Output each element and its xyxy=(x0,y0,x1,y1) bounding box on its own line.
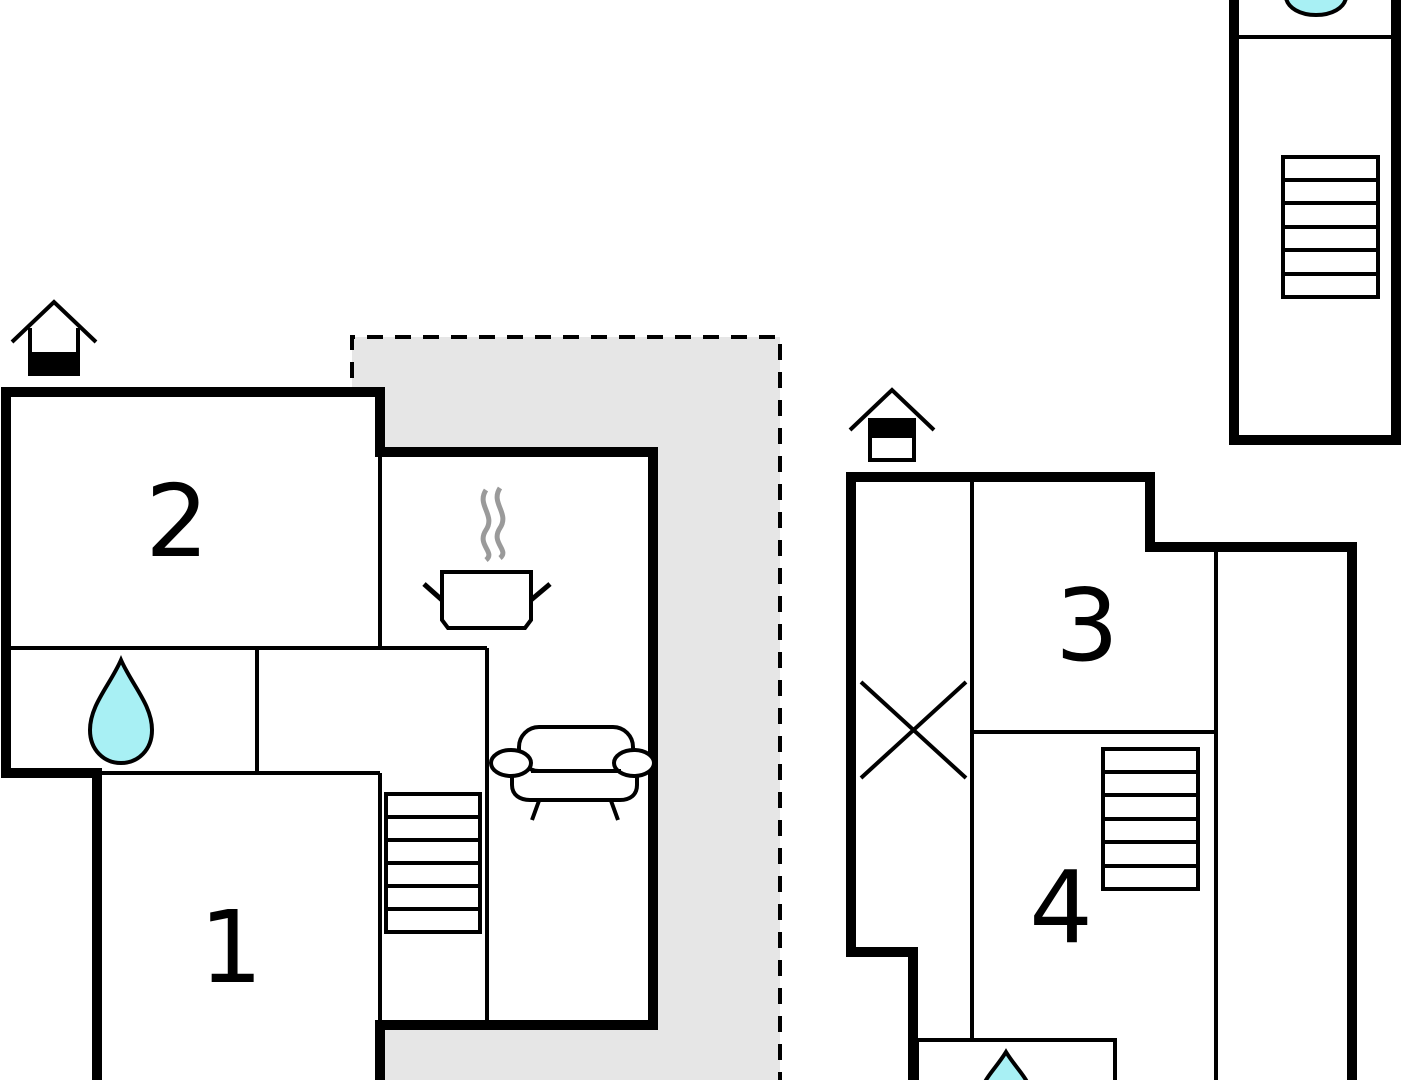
right-building xyxy=(846,472,1357,1080)
cooking-pot-icon xyxy=(422,486,552,630)
top-right-building xyxy=(1229,0,1401,445)
stairs-icon-top-right xyxy=(1281,155,1380,299)
terrace-fill xyxy=(352,337,780,1080)
left-partitions xyxy=(6,452,489,1025)
water-drop-icon-top-right xyxy=(1284,0,1348,18)
right-partitions xyxy=(915,480,1218,1080)
top-right-outer-wall xyxy=(1229,0,1401,445)
water-drop-icon-right xyxy=(983,1048,1029,1080)
right-outer-wall xyxy=(846,472,1357,1080)
terrace-dashed-border xyxy=(350,335,782,1080)
sofa-icon xyxy=(489,725,656,821)
stairs-icon xyxy=(384,792,482,934)
terrace-area xyxy=(350,335,782,1080)
room-4-label: 4 xyxy=(1029,849,1093,966)
house-chimney-icon xyxy=(10,299,98,376)
void-cross-icon xyxy=(859,680,968,780)
water-drop-icon xyxy=(87,655,155,766)
room-1-label: 1 xyxy=(199,889,263,1006)
house-chimney-icon-right xyxy=(848,387,936,462)
room-3-label: 3 xyxy=(1055,567,1119,684)
left-building xyxy=(1,387,658,1080)
room-2-label: 2 xyxy=(145,463,209,580)
left-outer-wall xyxy=(1,387,658,1080)
stairs-icon-right xyxy=(1101,747,1200,891)
